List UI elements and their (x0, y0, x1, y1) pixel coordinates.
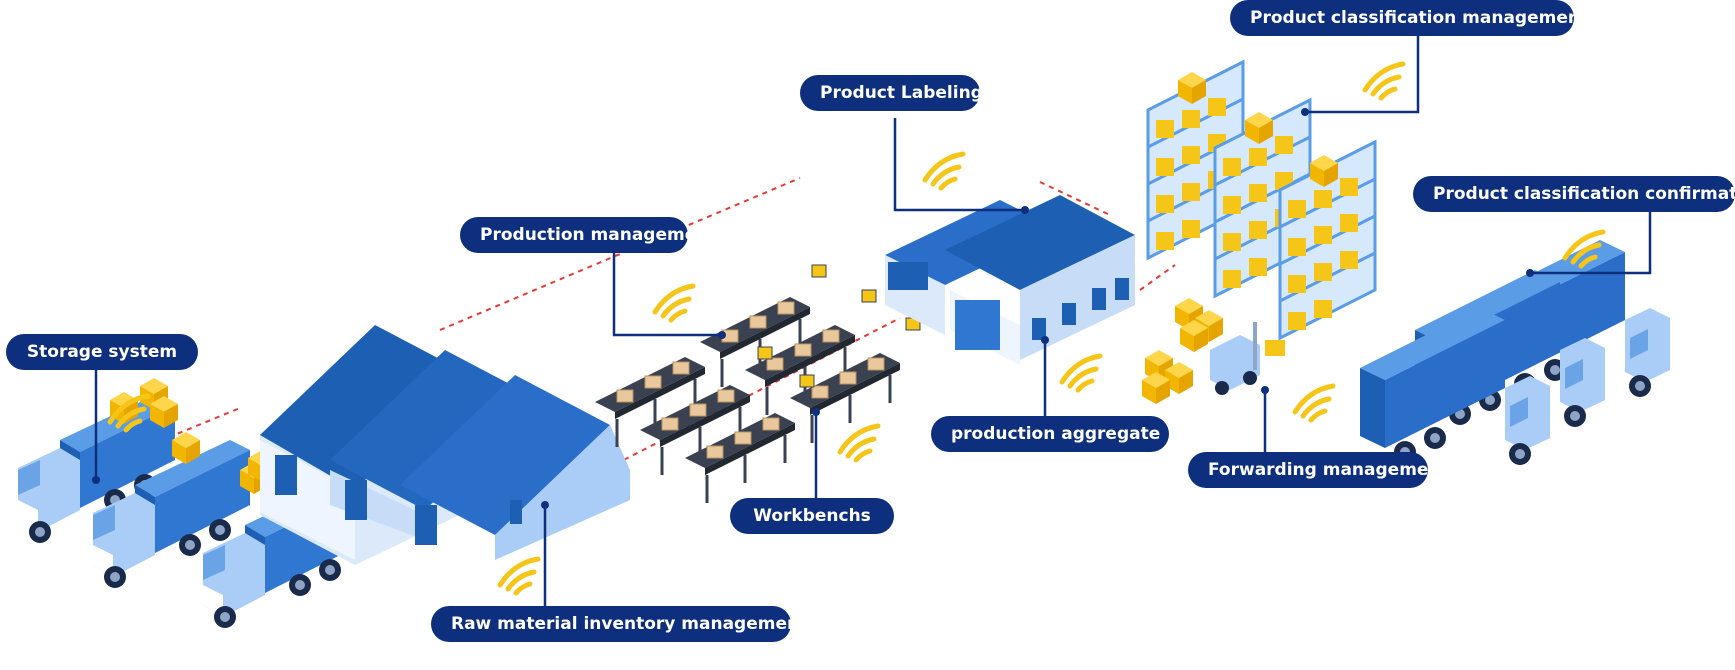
product-classification-confirmation-label: Product classification confirmation (1413, 176, 1735, 212)
forwarding-management-label: Forwarding management (1188, 452, 1449, 488)
connector-dots (92, 108, 1534, 509)
product-classification-management-label: Product classification management (1230, 0, 1588, 36)
storage-system-label: Storage system (6, 334, 198, 370)
forklift-icon (1210, 322, 1285, 395)
factory-icon (885, 195, 1135, 365)
workbenchs-label: Workbenchs (730, 498, 894, 534)
warehouse-icon (260, 325, 630, 565)
production-management-label: Production management (460, 217, 716, 253)
raw-material-inventory-label: Raw material inventory management (431, 606, 807, 642)
production-aggregate-label: production aggregate (931, 416, 1169, 452)
shelf-icon (1146, 60, 1377, 340)
connector-lines (94, 36, 1652, 608)
conveyor-icon (593, 264, 921, 505)
product-labeling-label: Product Labeling (800, 75, 983, 111)
